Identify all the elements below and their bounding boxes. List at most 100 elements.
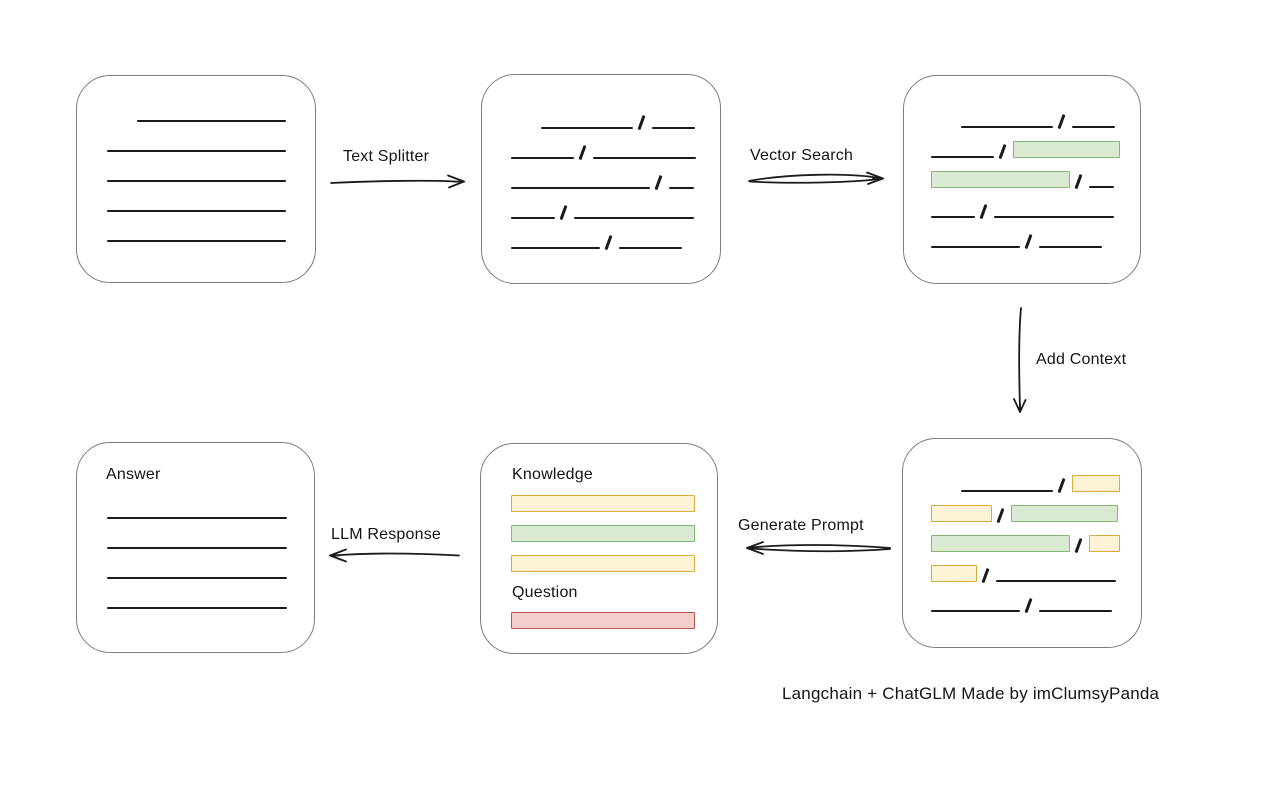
diagram-row xyxy=(481,599,717,629)
llm-response-arrow-icon xyxy=(317,547,463,570)
diagram-row xyxy=(77,92,315,122)
text-line xyxy=(107,547,287,549)
document-lines xyxy=(77,92,315,242)
vector-search-label: Vector Search xyxy=(750,147,854,164)
caption: Langchain + ChatGLM Made by imClumsyPand… xyxy=(782,684,1160,703)
chunk-separator xyxy=(1057,478,1066,493)
green-highlight xyxy=(1010,505,1118,522)
yellow-highlight xyxy=(1088,535,1120,552)
yellow-highlight xyxy=(931,505,992,522)
text-line xyxy=(511,247,600,249)
yellow-highlight xyxy=(511,495,695,512)
answer-label: Answer xyxy=(106,466,161,483)
diagram-row xyxy=(904,158,1140,189)
text-line xyxy=(1038,610,1112,612)
text-line xyxy=(107,180,286,182)
text-splitter-label: Text Splitter xyxy=(343,148,430,165)
text-line xyxy=(541,127,633,129)
diagram-row xyxy=(903,492,1141,523)
question-label: Question xyxy=(512,584,578,601)
diagram-row xyxy=(77,182,315,212)
yellow-highlight xyxy=(931,565,977,582)
chunk-separator xyxy=(578,145,587,160)
text-line xyxy=(107,517,287,519)
diagram-row xyxy=(904,188,1140,219)
text-line xyxy=(1038,246,1102,248)
diagram-row xyxy=(482,189,720,220)
text-line xyxy=(107,150,286,152)
chunk-separator xyxy=(559,205,568,220)
green-highlight xyxy=(931,171,1070,188)
text-line xyxy=(931,216,975,218)
diagram-row xyxy=(903,522,1141,553)
yellow-highlight xyxy=(1071,475,1120,492)
chunk-separator xyxy=(996,508,1005,523)
diagram-row xyxy=(482,99,720,130)
red-highlight xyxy=(511,612,695,629)
diagram-row xyxy=(481,512,717,542)
chunk-separator xyxy=(979,204,988,219)
text-line xyxy=(1071,126,1115,128)
diagram-row xyxy=(903,552,1141,583)
diagram-row xyxy=(481,542,717,572)
diagram-row xyxy=(903,462,1141,493)
chunk-separator xyxy=(604,235,613,250)
text-line xyxy=(668,187,694,189)
diagram-row xyxy=(77,489,314,519)
diagram-row xyxy=(77,579,314,609)
diagram-row xyxy=(77,212,315,242)
text-splitter-arrow-icon xyxy=(329,172,469,197)
chunk-separator xyxy=(1074,174,1083,189)
green-highlight xyxy=(1012,141,1120,158)
text-line xyxy=(107,210,286,212)
text-line xyxy=(931,156,994,158)
diagram-row xyxy=(77,519,314,549)
text-line xyxy=(573,217,694,219)
text-line xyxy=(137,120,286,122)
green-highlight xyxy=(511,525,695,542)
text-line xyxy=(651,127,695,129)
text-line xyxy=(511,157,574,159)
diagram-row xyxy=(904,128,1140,159)
text-line xyxy=(511,187,650,189)
document-box xyxy=(76,75,316,283)
context-result-box xyxy=(902,438,1142,648)
knowledge-label: Knowledge xyxy=(512,466,593,483)
vector-search-arrow-icon xyxy=(747,168,889,195)
add-context-arrow-icon xyxy=(1008,306,1032,425)
text-chunks-box xyxy=(481,74,721,284)
chunk-separator xyxy=(1024,598,1033,613)
chunk-separator xyxy=(637,115,646,130)
diagram-row xyxy=(903,582,1141,613)
chunk-separator xyxy=(1057,114,1066,129)
text-line xyxy=(107,577,287,579)
chunk-separator xyxy=(1074,538,1083,553)
generate-prompt-label: Generate Prompt xyxy=(738,517,864,534)
llm-response-label: LLM Response xyxy=(331,526,442,543)
answer-lines xyxy=(77,489,314,609)
question-bars xyxy=(481,599,717,629)
diagram-row xyxy=(77,122,315,152)
diagram-row xyxy=(482,159,720,190)
prompt-box: Knowledge Question xyxy=(480,443,718,654)
text-line xyxy=(618,247,682,249)
text-line xyxy=(961,126,1053,128)
generate-prompt-arrow-icon xyxy=(732,539,894,564)
diagram-row xyxy=(482,219,720,250)
diagram-row xyxy=(77,549,314,579)
diagram-row xyxy=(904,218,1140,249)
text-line xyxy=(931,610,1020,612)
chunk-separator xyxy=(998,144,1007,159)
text-line xyxy=(931,246,1020,248)
chunk-rows xyxy=(482,99,720,250)
text-line xyxy=(511,217,555,219)
search-result-rows xyxy=(904,98,1140,249)
green-highlight xyxy=(931,535,1070,552)
yellow-highlight xyxy=(511,555,695,572)
knowledge-bars xyxy=(481,482,717,572)
add-context-label: Add Context xyxy=(1036,351,1127,368)
chunk-separator xyxy=(654,175,663,190)
text-line xyxy=(107,240,286,242)
chunk-separator xyxy=(1024,234,1033,249)
